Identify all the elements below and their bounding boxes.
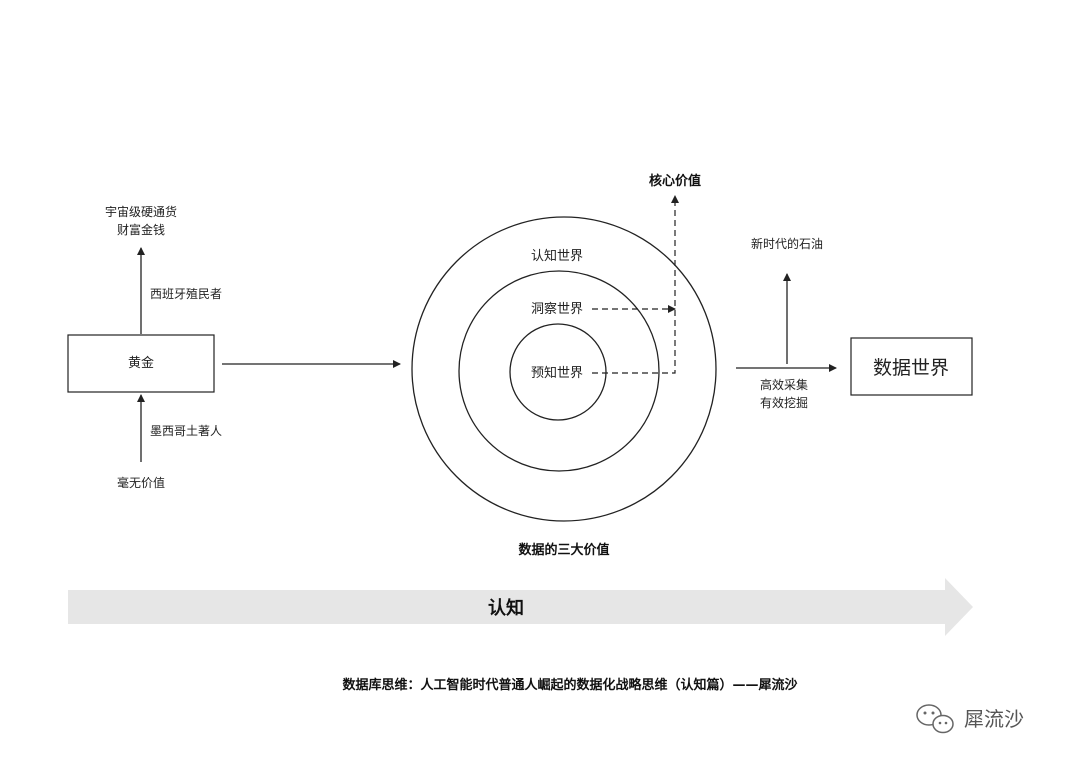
gold-box (67, 334, 215, 393)
edge-label-line2: 有效挖掘 (760, 395, 808, 410)
watermark-text: 犀流沙 (964, 707, 1024, 731)
bottom-label: 毫无价值 (117, 475, 165, 490)
circles-caption: 数据的三大价值 (518, 542, 609, 558)
outer-circle-label: 认知世界 (531, 248, 583, 264)
wechat-icon (916, 704, 954, 734)
core-value-label: 核心价值 (649, 173, 701, 189)
middle-circle (458, 270, 660, 472)
data-world-box-label: 数据世界 (873, 357, 949, 379)
inner-circle (509, 323, 607, 421)
data-world-box (850, 337, 973, 396)
lower-edge-label: 墨西哥土著人 (150, 424, 222, 438)
outer-circle (411, 216, 717, 522)
top-label-line2: 财富金钱 (117, 222, 165, 237)
gold-box-label: 黄金 (128, 355, 154, 371)
footer-text: 数据库思维：人工智能时代普通人崛起的数据化战略思维（认知篇）——犀流沙 (342, 677, 797, 693)
edge-label-line1: 高效采集 (760, 377, 808, 392)
dashed-arrow-core-value (592, 195, 679, 374)
top-label-line1: 宇宙级硬通货 (105, 204, 177, 219)
banner-label: 认知 (488, 597, 524, 619)
cognition-banner-arrow (68, 578, 973, 636)
upper-edge-label: 西班牙殖民者 (150, 286, 222, 301)
inner-circle-label: 预知世界 (531, 365, 583, 381)
new-oil-label: 新时代的石油 (751, 236, 823, 251)
middle-circle-label: 洞察世界 (531, 302, 583, 317)
